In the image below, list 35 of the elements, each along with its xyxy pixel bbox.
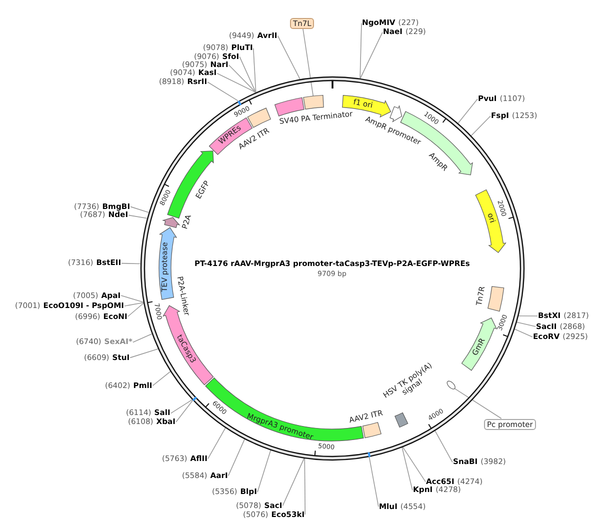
leader-line [127,302,144,317]
leader-line [360,22,362,79]
leader-line [132,333,152,343]
leader-line [121,262,141,264]
leader-line [216,73,256,93]
leader-line [458,98,478,124]
leader-line [228,438,246,476]
leader-line [170,399,193,414]
leader-line [128,214,148,219]
leader-line [516,322,536,327]
leader-line [130,206,149,213]
leader-line [252,48,256,92]
leader-line [124,302,144,306]
leader-line [402,446,426,482]
leader-line [360,32,383,79]
leader-line [120,295,144,303]
leader-line [470,116,491,136]
leader-line [130,348,158,358]
leader-line [454,388,502,419]
leader-line [302,28,314,96]
leader-line [176,400,194,422]
leader-line [152,371,171,386]
leader-line [514,328,533,338]
leader-line [434,430,453,463]
leader-line [402,446,413,491]
leader-line [239,56,256,92]
leader-line [257,449,272,493]
leader-line [207,82,238,102]
leader-line [277,35,300,80]
leader-line [228,64,256,93]
leader-line [517,315,538,316]
leader-line [368,456,379,508]
leader-line [208,427,226,460]
leader-line [282,457,305,506]
leader-line [304,457,306,515]
